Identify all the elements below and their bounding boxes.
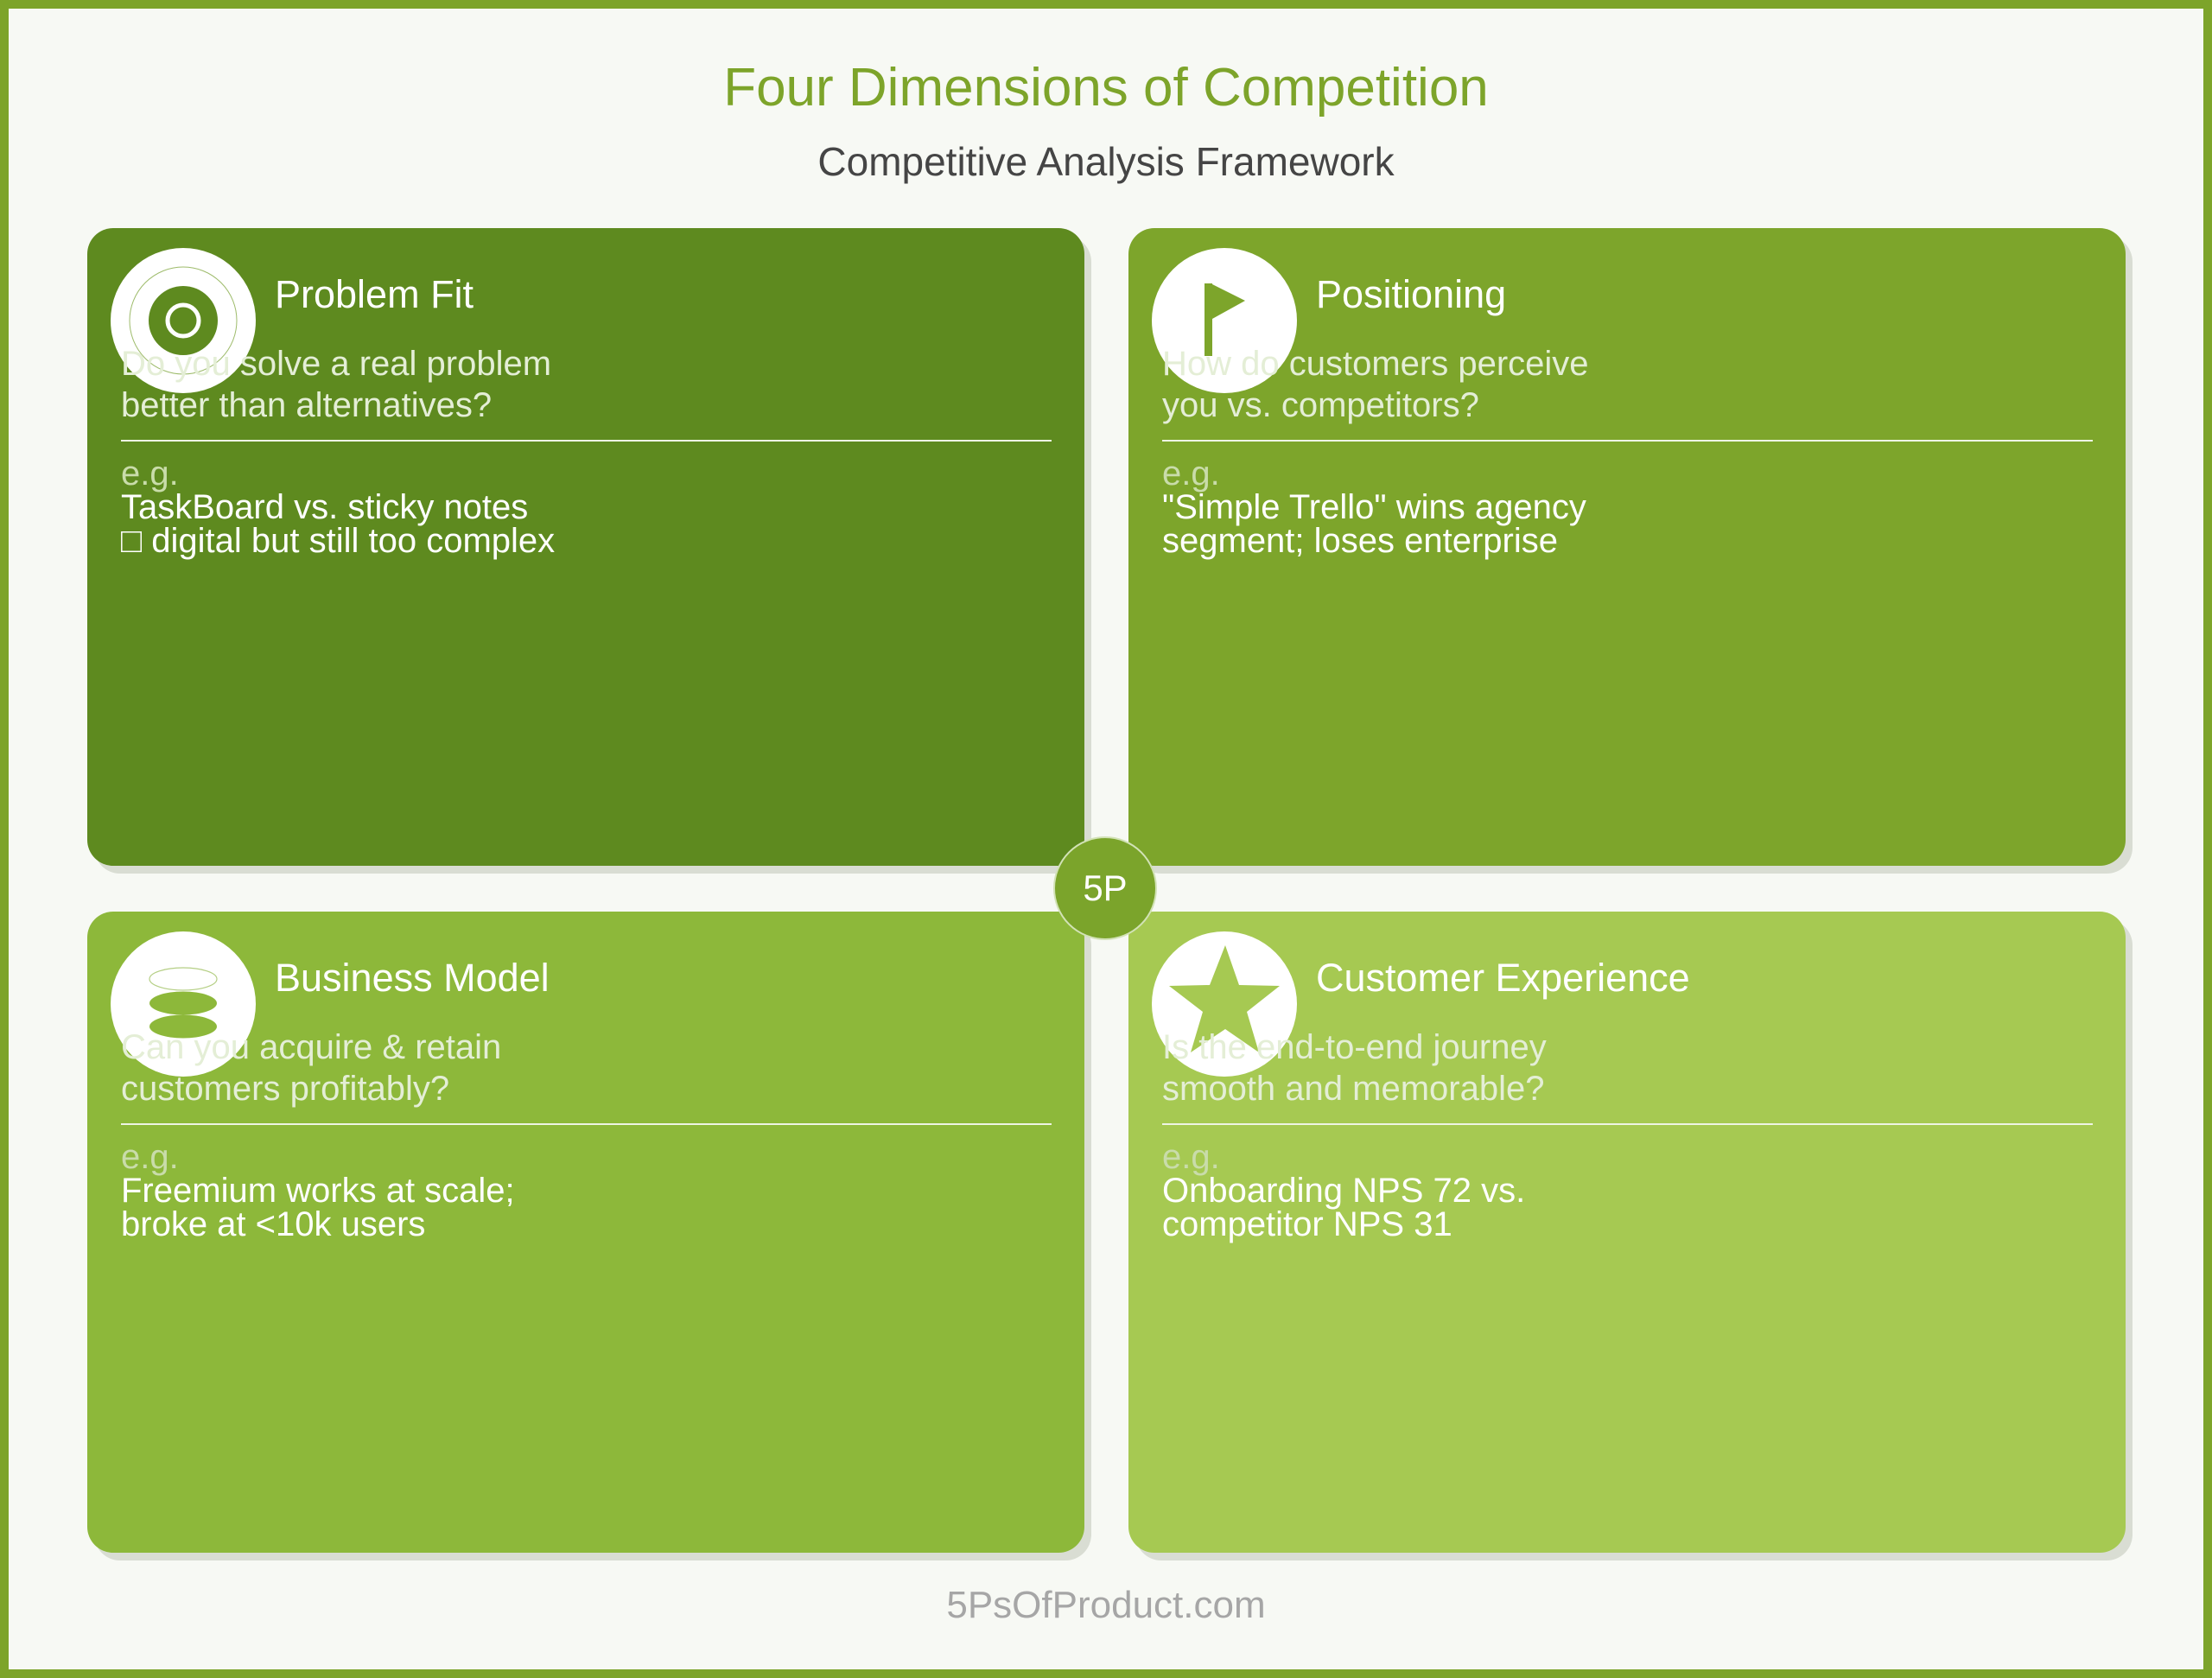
divider xyxy=(121,1123,1052,1125)
center-hub-badge: 5P xyxy=(1053,836,1157,940)
card-example: Freemium works at scale; broke at <10k u… xyxy=(121,1172,515,1243)
page-subtitle: Competitive Analysis Framework xyxy=(817,139,1395,184)
example-line: competitor NPS 31 xyxy=(1162,1205,1452,1243)
divider xyxy=(1162,440,2093,442)
divider xyxy=(121,440,1052,442)
card-title: Positioning xyxy=(1316,272,1507,316)
question-line: How do customers perceive xyxy=(1162,345,1589,383)
example-line: segment; loses enterprise xyxy=(1162,522,1559,560)
divider xyxy=(1162,1123,2093,1125)
footer-site-label: 5PsOfProduct.com xyxy=(946,1584,1266,1626)
card-positioning: Positioning How do customers perceive yo… xyxy=(1128,228,2126,866)
card-question: How do customers perceive you vs. compet… xyxy=(1162,343,1940,426)
page-title: Four Dimensions of Competition xyxy=(723,58,1489,118)
card-title: Business Model xyxy=(275,956,550,1000)
card-title: Customer Experience xyxy=(1316,956,1690,1000)
example-label: e.g. xyxy=(121,454,179,493)
question-line: better than alternatives? xyxy=(121,386,493,424)
example-label: e.g. xyxy=(1162,1138,1220,1176)
example-line: □ digital but still too complex xyxy=(121,522,556,560)
question-line: Can you acquire & retain xyxy=(121,1028,502,1066)
example-line: Freemium works at scale; xyxy=(121,1172,515,1210)
card-business-model: Business Model Can you acquire & retain … xyxy=(87,912,1084,1553)
example-label: e.g. xyxy=(121,1138,179,1176)
card-customer-experience: Customer Experience Is the end-to-end jo… xyxy=(1128,912,2126,1553)
card-question: Do you solve a real problem better than … xyxy=(121,343,899,426)
card-example: Onboarding NPS 72 vs. competitor NPS 31 xyxy=(1162,1172,1526,1243)
flag-icon xyxy=(1152,248,1297,393)
question-line: customers profitably? xyxy=(121,1070,450,1108)
star-icon xyxy=(1152,931,1297,1077)
card-problem-fit: Problem Fit Do you solve a real problem … xyxy=(87,228,1084,866)
target-icon xyxy=(111,248,256,393)
question-line: you vs. competitors? xyxy=(1162,386,1479,424)
example-label: e.g. xyxy=(1162,454,1220,493)
question-line: Is the end-to-end journey xyxy=(1162,1028,1547,1066)
example-line: broke at <10k users xyxy=(121,1205,426,1243)
example-line: "Simple Trello" wins agency xyxy=(1162,488,1586,526)
example-line: TaskBoard vs. sticky notes xyxy=(121,488,529,526)
card-title: Problem Fit xyxy=(275,272,474,316)
question-line: Do you solve a real problem xyxy=(121,345,552,383)
card-example: "Simple Trello" wins agency segment; los… xyxy=(1162,488,1586,560)
coin-stack-icon xyxy=(111,931,256,1077)
card-example: TaskBoard vs. sticky notes □ digital but… xyxy=(121,488,556,560)
card-question: Can you acquire & retain customers profi… xyxy=(121,1027,899,1109)
card-question: Is the end-to-end journey smooth and mem… xyxy=(1162,1027,1940,1109)
example-line: Onboarding NPS 72 vs. xyxy=(1162,1172,1526,1210)
question-line: smooth and memorable? xyxy=(1162,1070,1545,1108)
